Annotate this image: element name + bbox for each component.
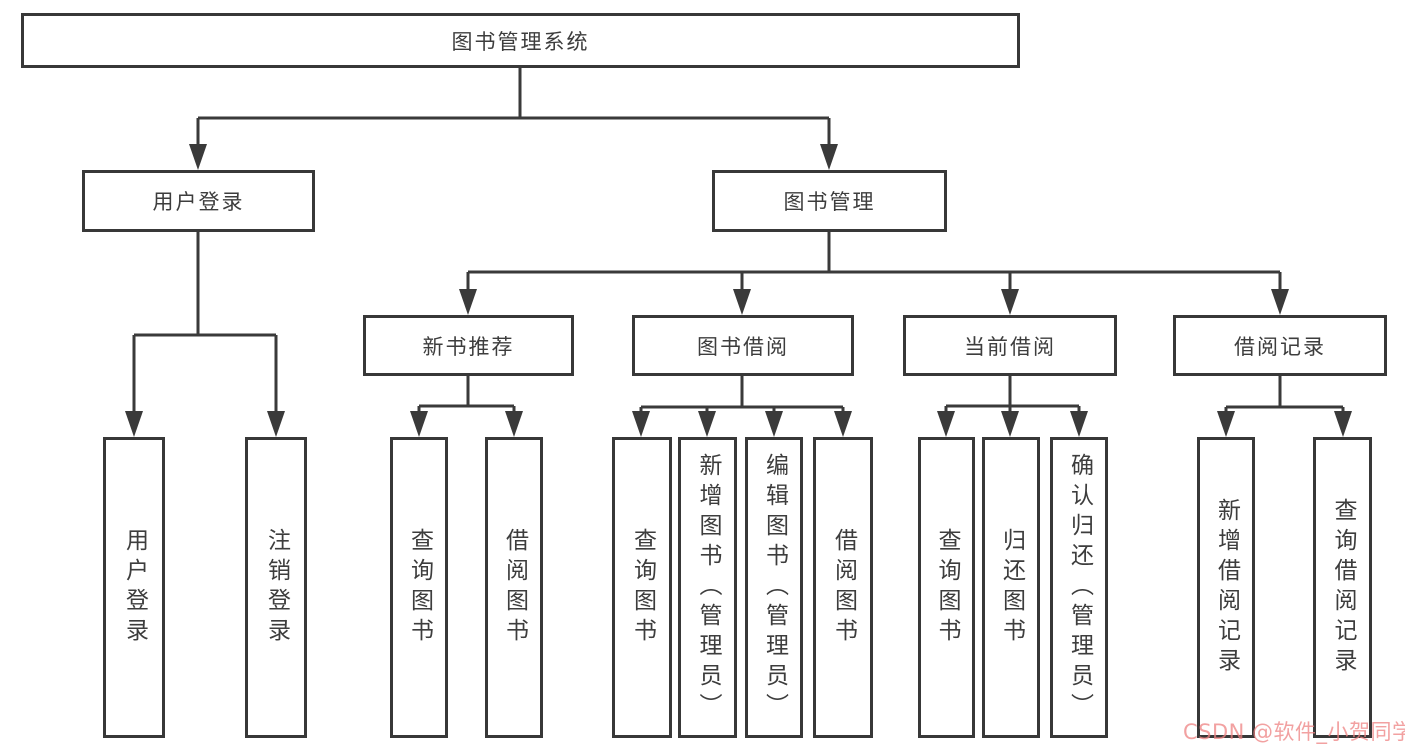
node-label: 当前借阅 [964,334,1056,359]
node-book-borrowing: 图书借阅 [632,315,854,376]
connector-book-mgmt-branch [459,232,1289,315]
node-label: 新书推荐 [422,334,515,359]
leaf-confirm-return-admin: 确认归还（管理员） [1050,437,1108,738]
leaf-query-borrow-record: 查询借阅记录 [1313,437,1372,738]
leaf-add-books-admin: 新增图书（管理员） [678,437,737,738]
node-book-management: 图书管理 [712,170,947,232]
node-label: 图书管理系统 [451,29,590,54]
node-label: 新增借阅记录 [1213,497,1240,678]
connector-current-borrow-branch [937,376,1088,437]
node-label: 确认归还（管理员） [1066,452,1093,723]
connector-root-to-level2 [189,67,838,170]
leaf-logout: 注销登录 [245,437,307,738]
node-borrowing-records: 借阅记录 [1173,315,1387,376]
node-label: 图书管理 [783,190,876,214]
leaf-borrow-books: 借阅图书 [813,437,873,738]
csdn-watermark: CSDN @软件_小贺同学 [1183,720,1405,744]
node-label: 借阅图书 [501,527,528,648]
node-label: 归还图书 [998,527,1025,648]
node-label: 注销登录 [263,527,290,648]
node-label: 借阅记录 [1234,334,1326,359]
connector-new-rec-branch [410,376,523,437]
node-label: 查询图书 [629,527,656,648]
leaf-add-borrow-record: 新增借阅记录 [1197,437,1255,738]
node-label: 借阅图书 [830,527,857,648]
connector-borrow-records-branch [1217,376,1352,437]
leaf-query-books-current: 查询图书 [918,437,975,738]
node-label: 查询图书 [934,527,960,648]
node-label: 新增图书（管理员） [695,452,721,723]
connector-book-borrow-branch [632,376,852,437]
connector-user-login-branch [125,232,285,437]
node-current-borrowing: 当前借阅 [903,315,1117,376]
node-new-book-recommendation: 新书推荐 [363,315,574,376]
node-root-book-management-system: 图书管理系统 [21,13,1020,68]
leaf-edit-books-admin: 编辑图书（管理员） [745,437,803,738]
leaf-query-books-rec: 查询图书 [390,437,448,738]
leaf-borrow-books-rec: 借阅图书 [485,437,543,738]
node-label: 查询借阅记录 [1330,497,1356,678]
node-label: 用户登录 [121,527,148,648]
node-label: 图书借阅 [697,334,789,359]
node-label: 用户登录 [152,190,245,214]
leaf-return-books: 归还图书 [982,437,1040,738]
leaf-user-login: 用户登录 [103,437,165,738]
node-label: 编辑图书（管理员） [761,452,788,723]
leaf-query-books-borrow: 查询图书 [612,437,672,738]
node-user-login: 用户登录 [82,170,315,232]
node-label: 查询图书 [406,527,433,648]
